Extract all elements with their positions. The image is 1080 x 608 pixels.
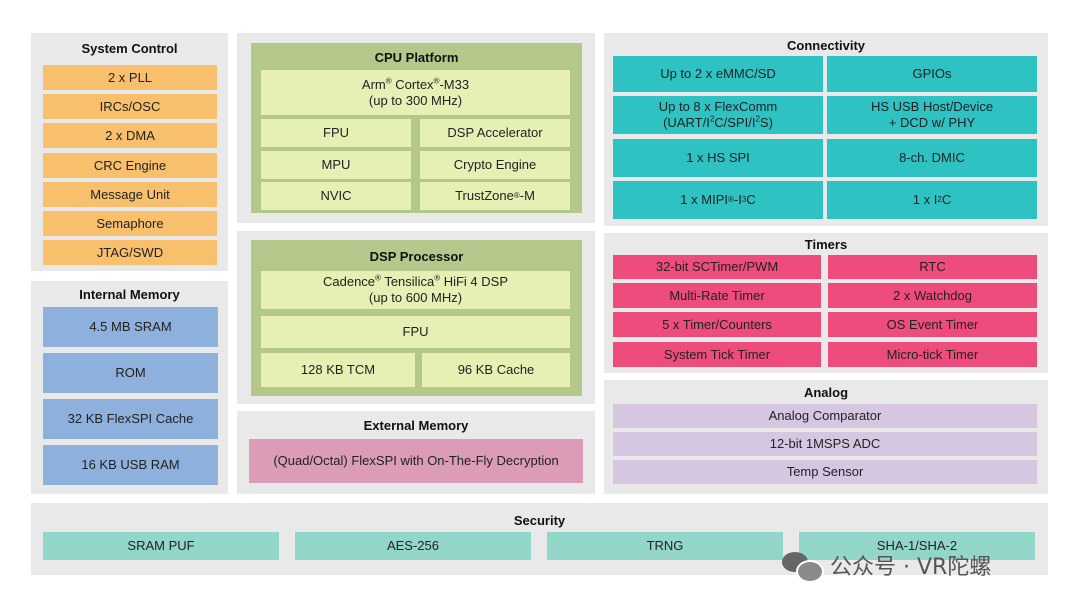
system-block-ircs: IRCs/OSC — [43, 94, 217, 119]
dsp-block-fpu: FPU — [261, 316, 570, 348]
cpu-core-name: Arm® Cortex®-M33 — [361, 76, 470, 92]
internal-memory-title: Internal Memory — [79, 287, 180, 302]
system-control-panel: System Control 2 x PLL IRCs/OSC 2 x DMA … — [31, 33, 228, 271]
dsp-core-frequency: (up to 600 MHz) — [368, 290, 463, 305]
cpu-platform-title: CPU Platform — [374, 50, 459, 65]
watermark-text: 公众号 · VR陀螺 — [830, 555, 992, 580]
cpu-block-fpu: FPU — [261, 119, 411, 147]
analog-panel: Analog Analog Comparator 12-bit 1MSPS AD… — [604, 380, 1048, 494]
timer-block-rtc: RTC — [828, 255, 1037, 279]
external-memory-title: External Memory — [363, 418, 469, 433]
internal-memory-panel: Internal Memory 4.5 MB SRAM ROM 32 KB Fl… — [31, 281, 228, 494]
dsp-processor-title: DSP Processor — [369, 249, 464, 264]
memory-block-sram: 4.5 MB SRAM — [43, 307, 218, 347]
connectivity-panel: Connectivity Up to 2 x eMMC/SD GPIOs Up … — [604, 33, 1048, 226]
dsp-processor-panel: DSP Processor Cadence® Tensilica® HiFi 4… — [237, 231, 595, 404]
dsp-block-tcm: 128 KB TCM — [261, 353, 415, 387]
memory-block-flexspi-cache: 32 KB FlexSPI Cache — [43, 399, 218, 439]
system-block-message-unit: Message Unit — [43, 182, 217, 207]
memory-block-rom: ROM — [43, 353, 218, 393]
analog-title: Analog — [803, 385, 849, 400]
timers-title: Timers — [804, 237, 848, 252]
watermark: 公众号 · VR陀螺 — [782, 549, 992, 583]
system-block-semaphore: Semaphore — [43, 211, 217, 236]
analog-block-temp-sensor: Temp Sensor — [613, 460, 1037, 484]
security-block-sram-puf: SRAM PUF — [43, 532, 279, 560]
connectivity-block-hs-usb: HS USB Host/Device + DCD w/ PHY — [827, 96, 1037, 134]
memory-block-usb-ram: 16 KB USB RAM — [43, 445, 218, 485]
analog-block-adc: 12-bit 1MSPS ADC — [613, 432, 1037, 456]
security-title: Security — [513, 513, 566, 528]
connectivity-block-dmic: 8-ch. DMIC — [827, 139, 1037, 177]
cpu-platform-panel: CPU Platform Arm® Cortex®-M33 (up to 300… — [237, 33, 595, 223]
connectivity-block-emmc: Up to 2 x eMMC/SD — [613, 56, 823, 92]
external-memory-flexspi: (Quad/Octal) FlexSPI with On-The-Fly Dec… — [249, 439, 583, 483]
timer-block-system-tick: System Tick Timer — [613, 342, 821, 367]
connectivity-block-gpios: GPIOs — [827, 56, 1037, 92]
security-block-aes: AES-256 — [295, 532, 531, 560]
security-block-trng: TRNG — [547, 532, 783, 560]
dsp-core-name: Cadence® Tensilica® HiFi 4 DSP — [323, 273, 508, 289]
timer-block-os-event: OS Event Timer — [828, 312, 1037, 337]
system-block-pll: 2 x PLL — [43, 65, 217, 90]
external-memory-panel: External Memory (Quad/Octal) FlexSPI wit… — [237, 411, 595, 494]
system-block-jtag: JTAG/SWD — [43, 240, 217, 265]
security-panel: Security SRAM PUF AES-256 TRNG SHA-1/SHA… — [31, 503, 1048, 575]
system-block-dma: 2 x DMA — [43, 123, 217, 148]
connectivity-block-hs-spi: 1 x HS SPI — [613, 139, 823, 177]
timer-block-sctimer: 32-bit SCTimer/PWM — [613, 255, 821, 279]
cpu-block-nvic: NVIC — [261, 182, 411, 210]
connectivity-block-flexcomm: Up to 8 x FlexComm (UART/I2C/SPI/I2S) — [613, 96, 823, 134]
system-block-crc: CRC Engine — [43, 153, 217, 178]
timer-block-timer-counters: 5 x Timer/Counters — [613, 312, 821, 337]
dsp-block-cache: 96 KB Cache — [422, 353, 570, 387]
dsp-processor-frame: DSP Processor Cadence® Tensilica® HiFi 4… — [251, 240, 582, 396]
security-block-sha: SHA-1/SHA-2 — [799, 532, 1035, 560]
analog-block-comparator: Analog Comparator — [613, 404, 1037, 428]
wechat-icon — [782, 550, 824, 583]
timers-panel: Timers 32-bit SCTimer/PWM RTC Multi-Rate… — [604, 233, 1048, 373]
dsp-core-block: Cadence® Tensilica® HiFi 4 DSP (up to 60… — [261, 271, 570, 309]
connectivity-title: Connectivity — [786, 38, 865, 53]
timer-block-micro-tick: Micro-tick Timer — [828, 342, 1037, 367]
cpu-block-crypto-engine: Crypto Engine — [420, 151, 570, 179]
cpu-block-dsp-accelerator: DSP Accelerator — [420, 119, 570, 147]
system-control-title: System Control — [81, 41, 178, 56]
cpu-block-trustzone: TrustZone®-M — [420, 182, 570, 210]
cpu-block-mpu: MPU — [261, 151, 411, 179]
cpu-core-frequency: (up to 300 MHz) — [368, 92, 463, 108]
cpu-core-block: Arm® Cortex®-M33 (up to 300 MHz) — [261, 70, 570, 115]
timer-block-multi-rate: Multi-Rate Timer — [613, 283, 821, 308]
timer-block-watchdog: 2 x Watchdog — [828, 283, 1037, 308]
cpu-platform-frame: CPU Platform Arm® Cortex®-M33 (up to 300… — [251, 43, 582, 213]
